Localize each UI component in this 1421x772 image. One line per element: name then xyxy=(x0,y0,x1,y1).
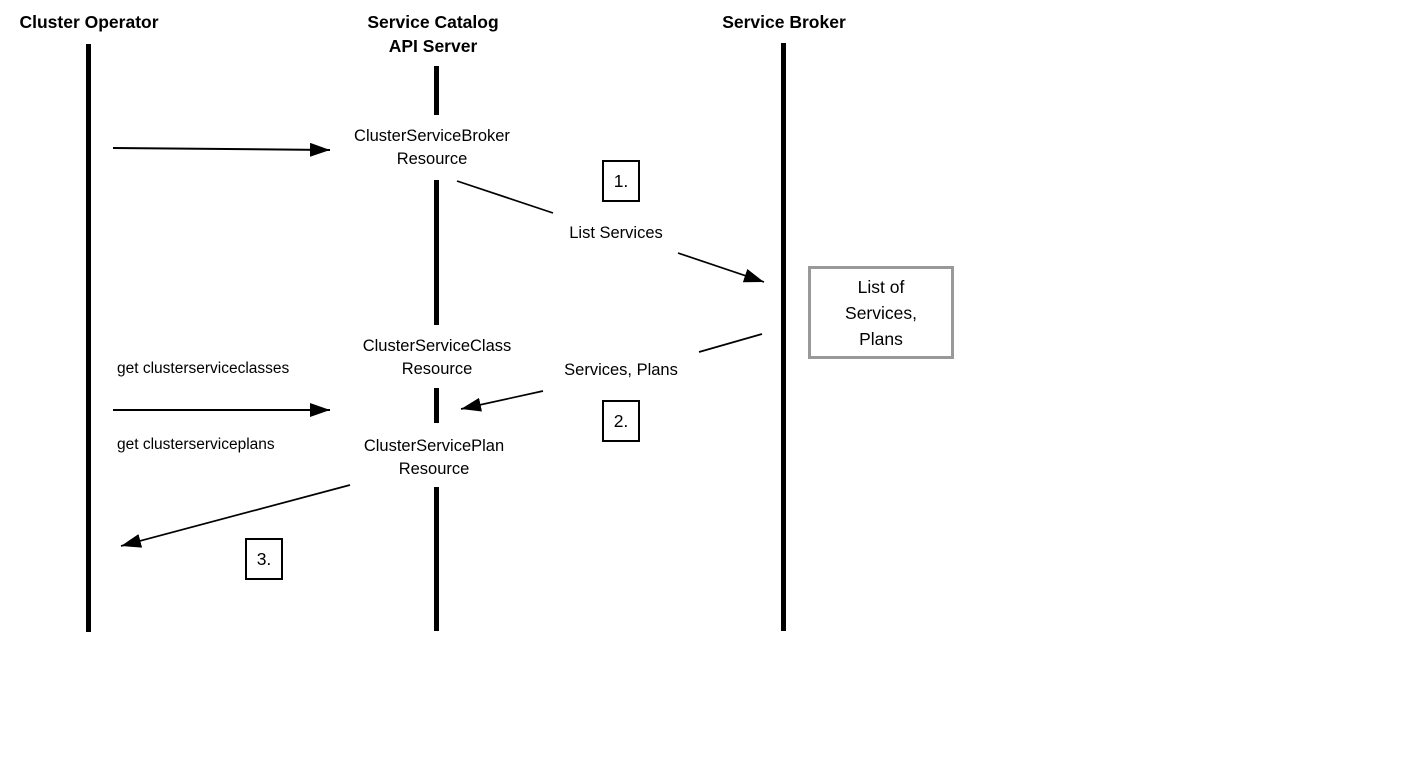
actor-header-service-catalog-api-server: Service Catalog API Server xyxy=(367,12,499,56)
step-1-label: 1. xyxy=(613,170,629,191)
step-badge-3: 3. xyxy=(245,538,283,580)
arrow-list-services-to-broker xyxy=(677,252,765,283)
step-2-label: 2. xyxy=(613,410,629,431)
arrow-create-broker-resource xyxy=(112,142,331,157)
connector-list-services-start xyxy=(456,180,554,214)
lifeline-service-broker xyxy=(781,43,786,631)
actor-header-cluster-operator: Cluster Operator xyxy=(19,12,159,32)
connector-services-plans-start xyxy=(698,333,763,353)
lifeline-api-server-segment-2 xyxy=(434,180,439,325)
broker-result-box: List of Services, Plans xyxy=(808,266,954,359)
message-label-services-plans: Services, Plans xyxy=(564,361,678,379)
step-badge-2: 2. xyxy=(602,400,640,442)
lifeline-api-server-segment-4 xyxy=(434,487,439,631)
step-3-label: 3. xyxy=(256,548,272,569)
lifeline-cluster-operator xyxy=(86,44,91,632)
arrow-response-to-operator xyxy=(120,484,351,548)
lifeline-api-server-segment-1 xyxy=(434,66,439,115)
lifeline-api-server-segment-3 xyxy=(434,388,439,423)
node-clusterserviceclass-resource: ClusterServiceClass Resource xyxy=(362,337,512,378)
actor-header-service-broker: Service Broker xyxy=(722,12,846,32)
arrow-services-plans-to-api-server xyxy=(460,390,544,412)
step-badge-1: 1. xyxy=(602,160,640,202)
node-clusterserviceplan-resource: ClusterServicePlan Resource xyxy=(363,437,505,478)
message-label-get-clusterserviceplans: get clusterserviceplans xyxy=(117,436,275,453)
node-clusterservicebroker-resource: ClusterServiceBroker Resource xyxy=(354,127,510,168)
message-label-list-services: List Services xyxy=(569,224,663,242)
message-label-get-clusterserviceclasses: get clusterserviceclasses xyxy=(117,360,290,377)
